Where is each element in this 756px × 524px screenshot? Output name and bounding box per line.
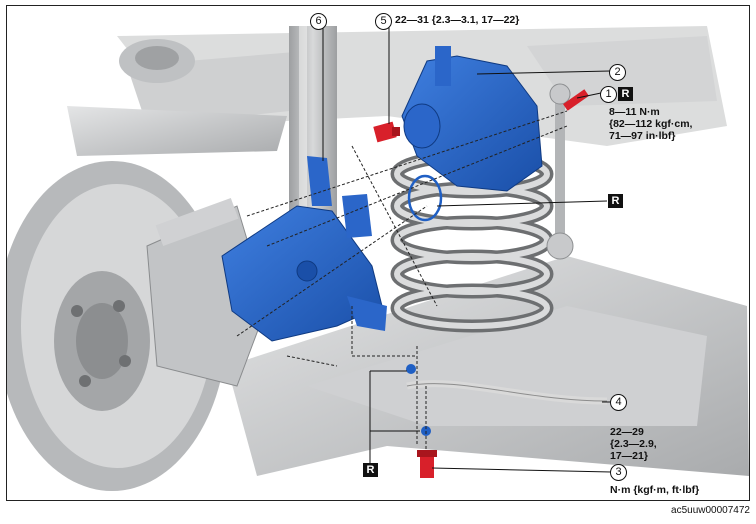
callout-4: 4 bbox=[610, 394, 627, 411]
leader-lines bbox=[322, 26, 612, 473]
torque-bolt-1-line-2: {82—112 kgf·cm, bbox=[609, 118, 693, 130]
replace-mark-o-ring: R bbox=[608, 194, 623, 208]
torque-bolt-1-line-1: 8—11 N·m bbox=[609, 106, 660, 118]
diagram-frame: 6 5 2 1 4 3 R R R 22—31 {2.3—3.1, 17—22}… bbox=[6, 5, 750, 501]
replace-mark-washers: R bbox=[363, 463, 378, 477]
torque-bolt-1-line-3: 71—97 in·lbf} bbox=[609, 130, 676, 142]
callout-3: 3 bbox=[610, 464, 627, 481]
suspension-illustration bbox=[7, 26, 749, 491]
torque-bolt-5: 22—31 {2.3—3.1, 17—22} bbox=[395, 14, 520, 26]
callout-2: 2 bbox=[609, 64, 626, 81]
callout-5: 5 bbox=[375, 13, 392, 30]
bolt-1 bbox=[563, 89, 589, 111]
figure-code: ac5uuw00007472 bbox=[671, 505, 750, 516]
guide-lines bbox=[236, 110, 568, 451]
torque-bolt-3-line-2: {2.3—2.9, bbox=[610, 438, 657, 450]
callout-6: 6 bbox=[310, 13, 327, 30]
callout-1: 1 bbox=[600, 86, 617, 103]
o-ring bbox=[407, 174, 443, 222]
parking-brake-motor bbox=[401, 46, 543, 192]
bolt-3 bbox=[417, 450, 437, 478]
stabilizer-link bbox=[546, 83, 574, 260]
bolt-5 bbox=[373, 121, 400, 143]
brake-caliper bbox=[221, 156, 387, 342]
lower-arm bbox=[227, 256, 749, 476]
torque-bolt-3-line-1: 22—29 bbox=[610, 426, 644, 438]
torque-bolt-3-line-3: 17—21} bbox=[610, 450, 648, 462]
replace-mark-bolt-1: R bbox=[618, 87, 633, 101]
torque-units: N·m {kgf·m, ft·lbf} bbox=[610, 484, 700, 496]
washer-upper bbox=[406, 364, 416, 374]
